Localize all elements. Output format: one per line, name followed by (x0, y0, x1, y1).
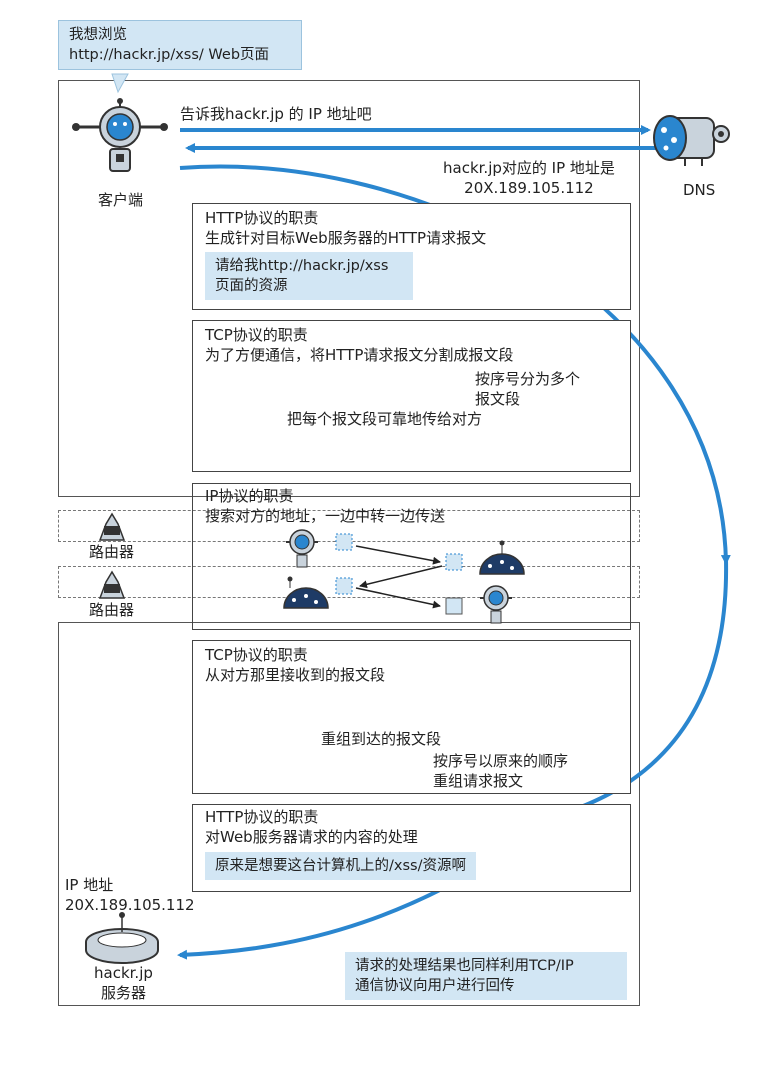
dns-server-icon (653, 115, 730, 166)
http-client-title: HTTP协议的职责 (205, 209, 319, 227)
speech-line-2: http://hackr.jp/xss/ Web页面 (69, 47, 270, 63)
tcp-client-transfer-note: 把每个报文段可靠地传给对方 (287, 410, 483, 428)
tcp-server-order-note: 按序号以原来的顺序 重组请求报文 (433, 751, 568, 791)
dns-query-text: 告诉我hackr.jp 的 IP 地址吧 (180, 105, 372, 123)
http-client-note: 请给我http://hackr.jp/xss 页面的资源 (205, 252, 413, 300)
tcp-server-card: TCP协议的职责 从对方那里接收到的报文段 重组到达的报文段 按序号以原来的顺序… (192, 640, 631, 794)
return-note: 请求的处理结果也同样利用TCP/IP 通信协议向用户进行回传 (345, 952, 627, 1000)
server-ip: IP 地址 20X.189.105.112 (65, 875, 195, 915)
return-note-line-2: 通信协议向用户进行回传 (355, 978, 515, 994)
speech-bubble: 我想浏览 http://hackr.jp/xss/ Web页面 (58, 20, 302, 70)
client-robot-icon (72, 98, 168, 172)
segment-note-line-2: 报文段 (475, 390, 521, 408)
tcp-client-segment-note: 按序号分为多个 报文段 (475, 369, 580, 409)
tcp-server-desc: 从对方那里接收到的报文段 (205, 666, 386, 684)
ip-server-icon-1 (479, 540, 525, 575)
tcp-client-desc: 为了方便通信，将HTTP请求报文分割成报文段 (205, 346, 514, 364)
network-lane-2 (58, 566, 640, 598)
router-label-2: 路由器 (89, 601, 135, 619)
client-label: 客户端 (98, 191, 144, 209)
http-server-title: HTTP协议的职责 (205, 808, 319, 826)
http-server-note: 原来是想要这台计算机上的/xss/资源啊 (205, 852, 476, 880)
http-client-note-line-1: 请给我http://hackr.jp/xss (215, 258, 389, 274)
tcp-client-title: TCP协议的职责 (205, 326, 308, 344)
http-server-card: HTTP协议的职责 对Web服务器请求的内容的处理 原来是想要这台计算机上的/x… (192, 804, 631, 892)
router-label-1: 路由器 (89, 543, 135, 561)
order-note-line-1: 按序号以原来的顺序 (433, 752, 569, 770)
dns-answer-line-1: hackr.jp对应的 IP 地址是 (443, 159, 615, 177)
http-client-desc: 生成针对目标Web服务器的HTTP请求报文 (205, 229, 487, 247)
ip-packets (335, 533, 463, 615)
ip-desc: 搜索对方的地址，一边中转一边传送 (205, 507, 446, 525)
ip-robot-icon-1 (286, 529, 318, 568)
server-host: hackr.jp (94, 964, 153, 982)
tcp-client-card: TCP协议的职责 为了方便通信，将HTTP请求报文分割成报文段 按序号分为多个 … (192, 320, 631, 472)
dns-answer-text: hackr.jp对应的 IP 地址是 20X.189.105.112 (443, 158, 615, 198)
server-ip-value: 20X.189.105.112 (65, 896, 195, 914)
http-client-note-line-2: 页面的资源 (215, 278, 288, 294)
tcp-server-reassemble: 重组到达的报文段 (321, 730, 442, 748)
router-icon-2 (98, 570, 126, 599)
http-server-desc: 对Web服务器请求的内容的处理 (205, 828, 418, 846)
return-note-line-1: 请求的处理结果也同样利用TCP/IP (355, 958, 574, 974)
speech-line-1: 我想浏览 (69, 27, 127, 43)
ip-card: IP协议的职责 搜索对方的地址，一边中转一边传送 (192, 483, 631, 630)
server-ip-label: IP 地址 (65, 876, 114, 894)
tcp-server-title: TCP协议的职责 (205, 646, 308, 664)
server-word: 服务器 (100, 984, 146, 1002)
ip-robot-icon-2 (480, 585, 512, 624)
dns-label: DNS (683, 181, 716, 199)
dns-answer-line-2: 20X.189.105.112 (464, 179, 594, 197)
order-note-line-2: 重组请求报文 (433, 772, 524, 790)
server-label: hackr.jp 服务器 (94, 963, 153, 1003)
bubble-tail (111, 73, 129, 94)
segment-note-line-1: 按序号分为多个 (475, 370, 581, 388)
http-client-card: HTTP协议的职责 生成针对目标Web服务器的HTTP请求报文 请给我http:… (192, 203, 631, 310)
router-icon-1 (98, 512, 126, 541)
ip-server-icon-2 (283, 576, 329, 609)
ip-title: IP协议的职责 (205, 487, 294, 505)
web-server-icon (85, 912, 159, 964)
